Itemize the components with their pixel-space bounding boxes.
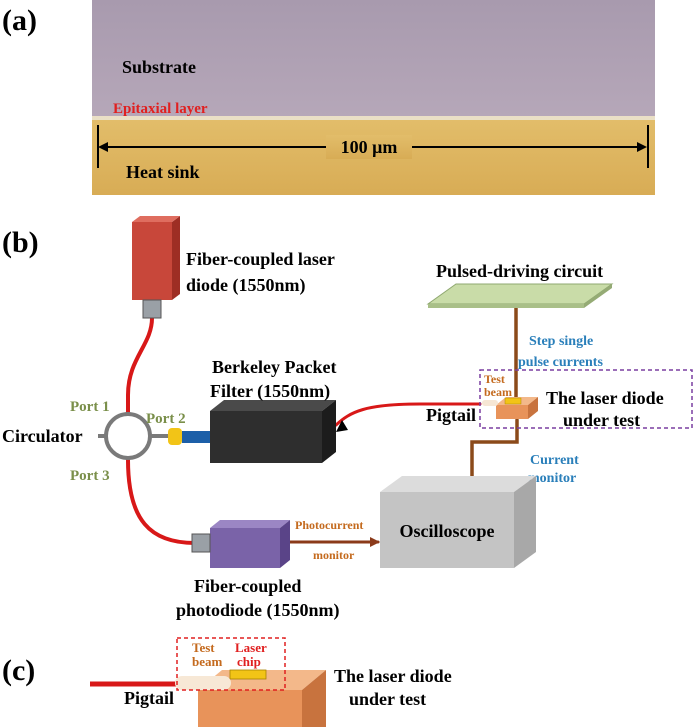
step-label-1: Step single (529, 334, 593, 349)
photodiode-front (210, 528, 280, 568)
device-side (302, 670, 326, 727)
c-pigtail-label: Pigtail (124, 688, 174, 708)
scale-label-bg (326, 135, 412, 159)
dut-chip (504, 397, 522, 405)
epitaxial-layer-label: Epitaxial layer (113, 101, 208, 117)
filter-side (322, 400, 336, 463)
dut-dashed-box (479, 369, 693, 429)
device-front (198, 690, 302, 727)
epitaxial-layer-band (92, 116, 655, 120)
filter-box (210, 400, 336, 463)
photodiode (191, 520, 290, 568)
c-chip-label: chip (237, 654, 261, 669)
dut-pigtail-label: Pigtail (426, 405, 476, 425)
laser-label-1: Fiber-coupled laser (186, 249, 335, 269)
fiber-filter-to-dut (334, 402, 482, 427)
oscilloscope (380, 476, 536, 568)
circulator (98, 412, 168, 460)
c-beam-label: beam (192, 654, 223, 669)
photodiode-top (210, 520, 290, 528)
laser-connector (142, 299, 162, 319)
panel-label-b: (b) (2, 226, 39, 259)
oscilloscope-side (514, 476, 536, 568)
test-beam (175, 676, 231, 690)
laser-diode (132, 216, 180, 319)
port2-ferrule (182, 431, 210, 443)
photodiode-label-1: Fiber-coupled (194, 576, 301, 596)
dut-test-beam (482, 400, 498, 406)
filter-front (210, 411, 322, 463)
photodiode-label-2: photodiode (1550nm) (176, 600, 340, 621)
photocurrent-monitor-label: monitor (313, 548, 355, 562)
filter-label-2: Filter (1550nm) (210, 381, 330, 402)
current-label: Current (530, 453, 579, 468)
scale-label: 100 μm (341, 137, 398, 157)
substrate-label: Substrate (122, 57, 196, 77)
circulator-ring (104, 412, 152, 460)
c-laser-label: Laser (235, 640, 267, 655)
panel-c-device (90, 637, 326, 727)
circulator-label: Circulator (2, 426, 83, 446)
closeup-dashed-box (176, 637, 286, 691)
photocurrent-label: Photocurrent (295, 518, 363, 532)
dut-test-label: Test (484, 372, 505, 386)
dut-label-2: under test (563, 410, 640, 430)
laser-chip (229, 669, 267, 680)
pulsed-circuit-board (426, 283, 614, 305)
heat-sink-label: Heat sink (126, 162, 200, 182)
c-dut-label-2: under test (349, 689, 426, 709)
filter-label-1: Berkeley Packet (212, 357, 336, 377)
oscilloscope-front (380, 492, 514, 568)
port1-label: Port 1 (70, 399, 110, 415)
pulsed-circuit-edge (428, 304, 584, 308)
pulsed-label: Pulsed-driving circuit (436, 261, 603, 281)
laser-label-2: diode (1550nm) (186, 275, 306, 296)
panel-label-a: (a) (2, 4, 37, 37)
monitor-label: monitor (528, 471, 576, 486)
dut-device (482, 397, 538, 419)
panel-label-c: (c) (2, 654, 35, 687)
filter-top (210, 400, 336, 411)
fibers (126, 300, 519, 547)
fiber-arrowhead (336, 420, 348, 432)
laser-diode-body (132, 222, 172, 300)
dut-side (528, 397, 538, 419)
dut-front (496, 405, 528, 419)
panel-a: Substrate Epitaxial layer Heat sink 100 … (92, 0, 655, 195)
port2-label: Port 2 (146, 411, 186, 427)
step-label-2: pulse currents (518, 355, 603, 370)
c-test-label: Test (192, 640, 215, 655)
port3-label: Port 3 (70, 468, 110, 484)
oscilloscope-label: Oscilloscope (400, 521, 495, 541)
port2-connector (168, 428, 182, 445)
fiber-port3-to-photodiode (126, 458, 197, 545)
photodiode-side (280, 520, 290, 568)
pulsed-circuit-side (584, 284, 612, 308)
dut-label-1: The laser diode (546, 388, 664, 408)
dut-beam-label: beam (484, 385, 512, 399)
laser-diode-top (132, 216, 180, 222)
c-dut-label-1: The laser diode (334, 666, 452, 686)
current-monitor-wire (470, 418, 519, 492)
laser-diode-side (172, 216, 180, 300)
photodiode-connector (191, 533, 211, 553)
fiber-laser-to-port1 (126, 316, 154, 414)
oscilloscope-top (380, 476, 536, 492)
